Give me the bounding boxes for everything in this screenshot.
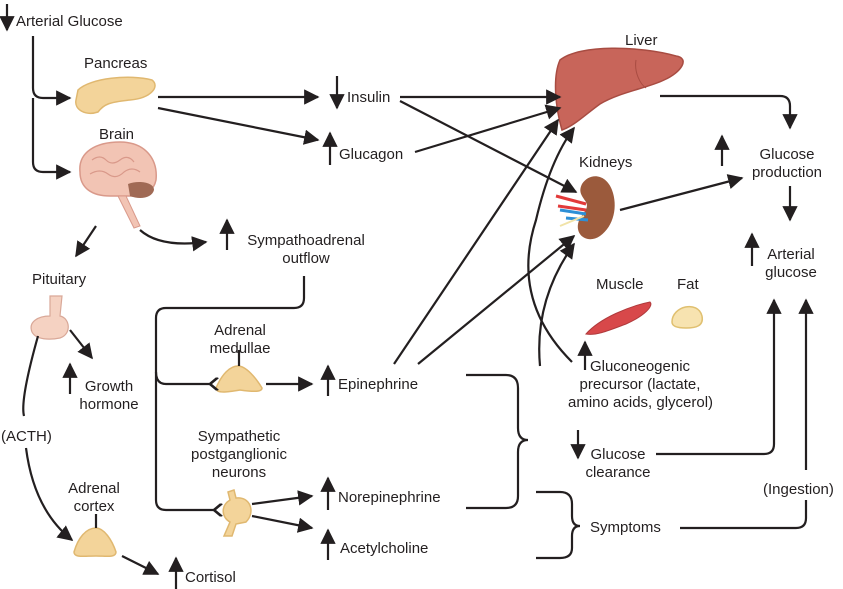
insulin-to-kidney-arrow [399, 100, 578, 193]
brain-label: Brain [99, 126, 135, 143]
adrenal-medullae-illustration [215, 350, 263, 393]
sympathoadrenal-outflow-label: Sympathoadrenal outflow [247, 232, 365, 267]
epinephrine-label: Epinephrine [338, 376, 419, 393]
muscle-illustration [585, 301, 652, 335]
epinephrine-to-liver-arrow [393, 118, 559, 365]
pancreas-to-glucagon-arrow [157, 106, 320, 145]
kidneys-label: Kidneys [579, 154, 633, 171]
glucose-to-brain-arrow [31, 98, 72, 180]
fat-label: Fat [677, 276, 699, 293]
sympathetic-neurons-label: Sympathetic postganglionic neurons [191, 428, 287, 481]
precursor-to-liver-arrow [527, 126, 575, 363]
norepinephrine-label: Norepinephrine [338, 489, 441, 506]
adrenal-cortex-illustration [73, 514, 117, 558]
adrenal-medullae-label: Adrenal medullae [209, 322, 271, 357]
cortisol-label: Cortisol [185, 569, 236, 586]
symptoms-to-ingestion-line [680, 500, 808, 530]
pituitary-acth-line [22, 335, 40, 417]
glucose-clearance-label: Glucose clearance [585, 446, 651, 481]
pituitary-label: Pituitary [32, 271, 87, 288]
sympathetic-neuron-illustration [222, 489, 252, 537]
epinephrine-to-kidney-arrow [417, 235, 576, 365]
glucose-production-label: Glucose production [751, 146, 823, 181]
indicator-arrows [0, 4, 760, 589]
glucose-to-pancreas-arrow [31, 36, 72, 106]
muscle-label: Muscle [596, 276, 644, 293]
growth-hormone-label: Growth hormone [79, 378, 139, 413]
brain-to-pituitary-arrow [75, 225, 97, 258]
brain-illustration [79, 141, 157, 229]
glucagon-label: Glucagon [339, 146, 404, 163]
acth-to-adrenal-cortex-arrow [24, 447, 74, 541]
pituitary-illustration [30, 295, 69, 340]
clearance-to-arterial-glucose-arrow [656, 298, 782, 456]
precursor-to-kidney-arrow [538, 242, 575, 367]
acetylcholine-label: Acetylcholine [340, 540, 429, 557]
sympathoadrenal-branch-line [154, 276, 306, 510]
arterial-glucose-top-label: Arterial Glucose [16, 13, 123, 30]
liver-illustration [554, 47, 684, 131]
adrenal-cortex-label: Adrenal cortex [68, 480, 120, 515]
connectors [22, 36, 814, 575]
acth-label: (ACTH) [1, 428, 52, 445]
cortex-to-cortisol-arrow [121, 555, 160, 575]
neuron-to-acetylcholine-arrow [251, 514, 314, 533]
pancreas-illustration [75, 76, 156, 114]
glucagon-to-liver-arrow [414, 104, 562, 154]
symptoms-label: Symptoms [590, 519, 661, 536]
pancreas-label: Pancreas [84, 55, 148, 72]
kidney-illustration [555, 176, 615, 240]
pituitary-to-growth-hormone-arrow [69, 329, 93, 360]
arterial-glucose-right-label: Arterial glucose [765, 246, 817, 281]
ingestion-label: (Ingestion) [763, 481, 834, 498]
insulin-label: Insulin [347, 89, 391, 106]
liver-to-glucose-production-arrow [660, 94, 798, 130]
brain-to-sympathoadrenal-arrow [139, 229, 208, 252]
epi-norepi-brace [466, 373, 529, 510]
symptoms-brace [536, 490, 581, 560]
fat-illustration [671, 305, 704, 329]
gluconeogenic-precursor-label: Gluconeogenic precursor (lactate, amino … [568, 358, 714, 411]
neuron-to-norepinephrine-arrow [251, 490, 314, 506]
kidney-to-glucose-production-arrow [619, 174, 744, 212]
liver-label: Liver [625, 32, 658, 49]
sympathoadrenal-to-medullae-line [154, 371, 210, 384]
